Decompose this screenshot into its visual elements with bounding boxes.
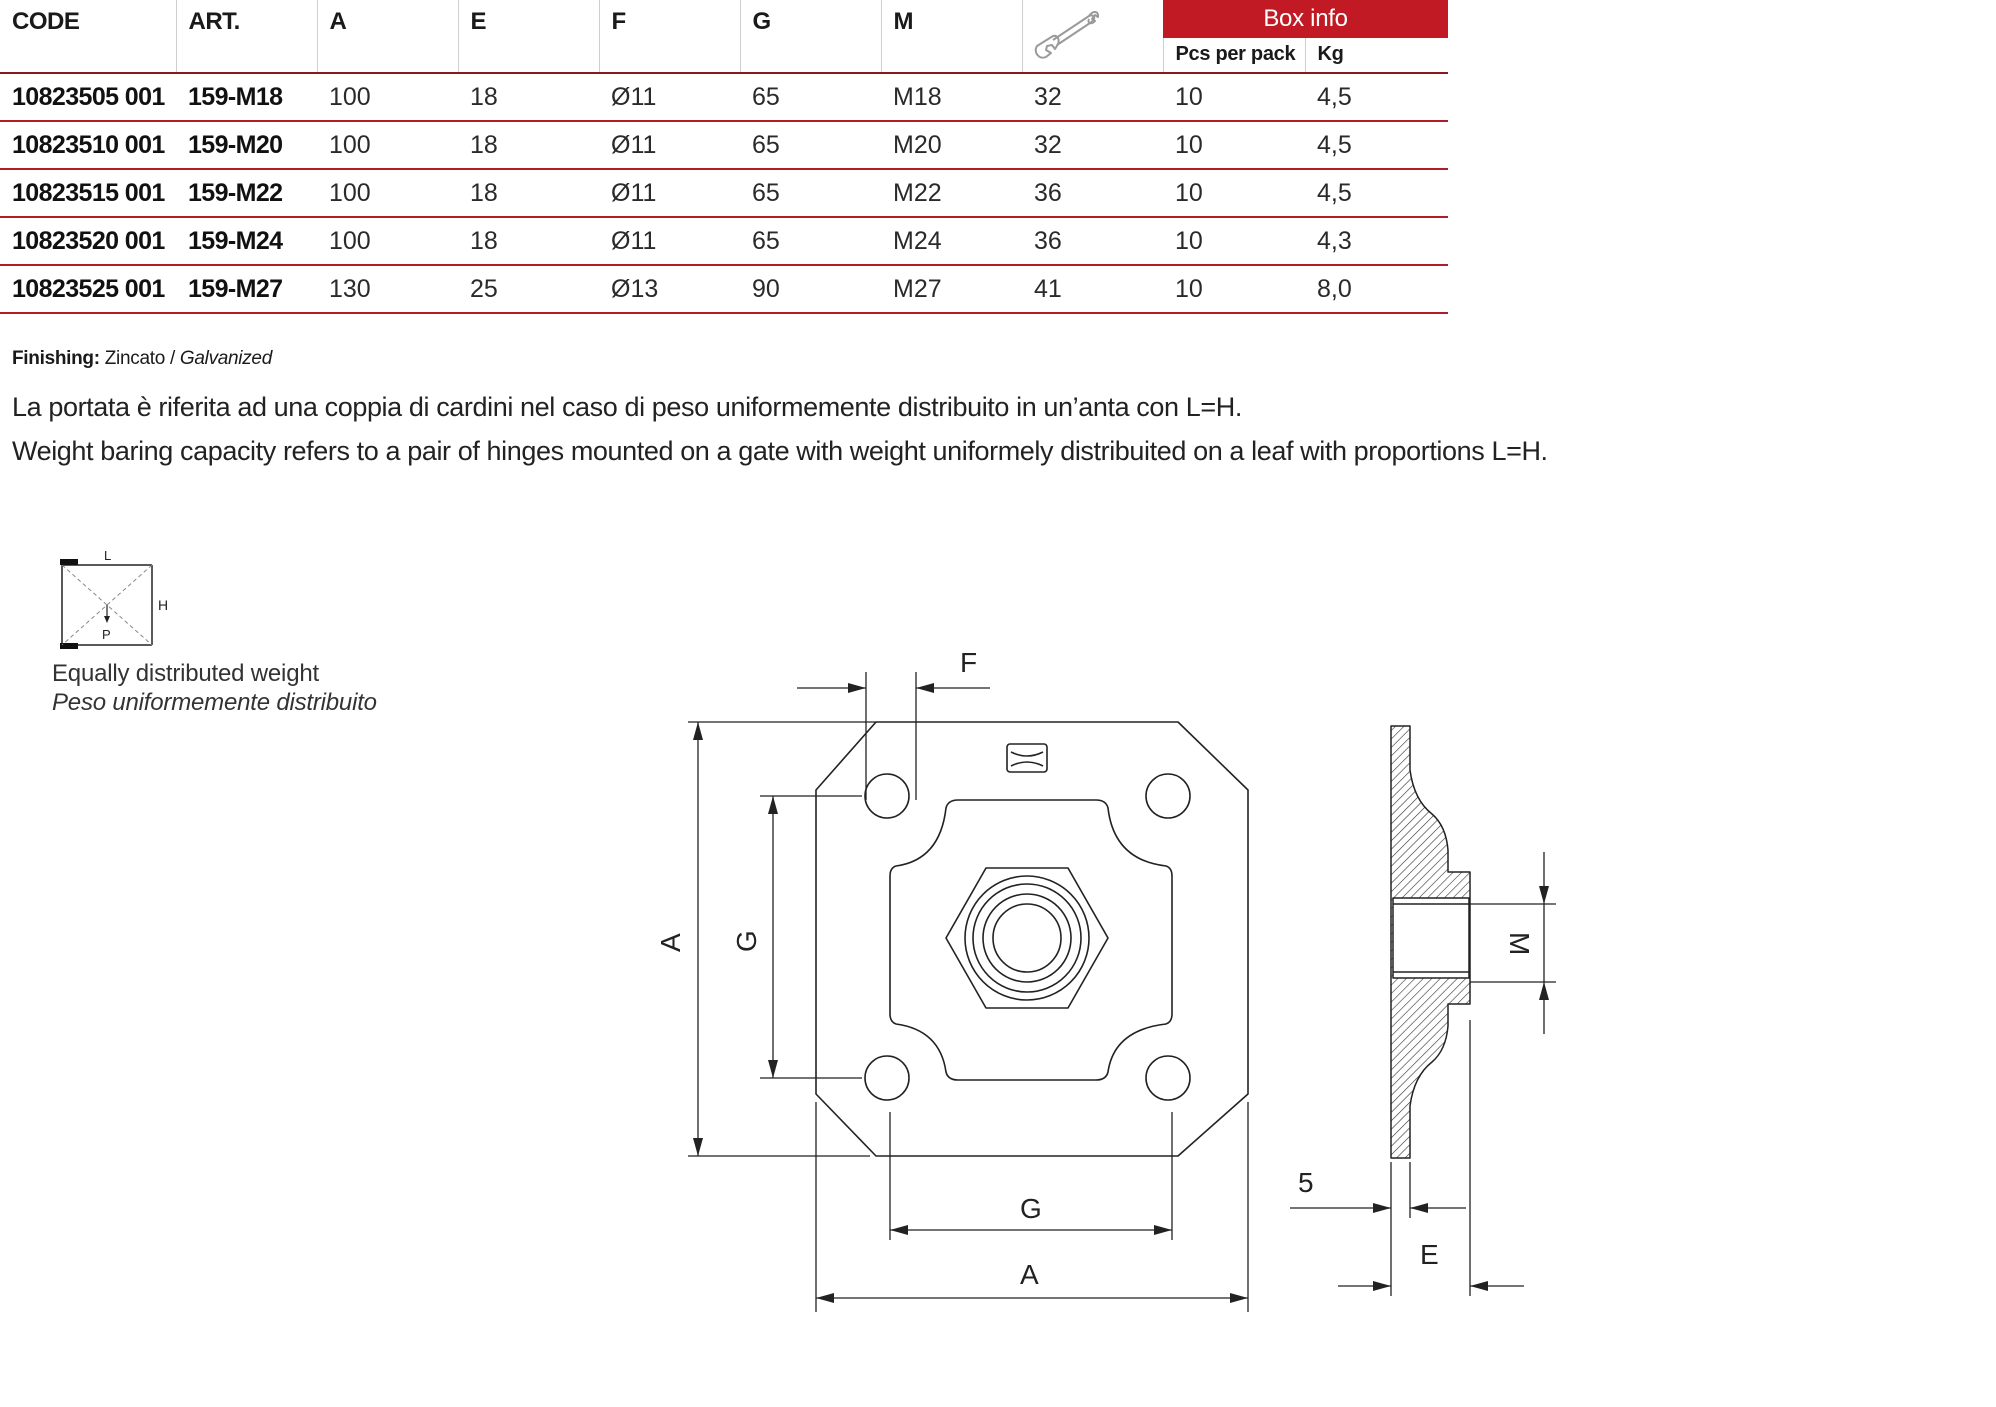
cell-wrench: 32 [1022, 121, 1163, 170]
cell-f: Ø11 [599, 217, 740, 266]
cell-wrench: 36 [1022, 169, 1163, 218]
cell-a: 130 [317, 265, 458, 314]
side-section [1390, 725, 1471, 1159]
finishing-value-it: Zincato [104, 348, 166, 369]
box-info-title: Box info [1163, 0, 1449, 38]
cell-g: 65 [740, 73, 881, 122]
spec-table: CODE ART. A E F G M Box info Pcs per pac… [0, 0, 1449, 314]
cell-a: 100 [317, 217, 458, 266]
cell-art: 159-M18 [176, 73, 317, 122]
finishing-separator: / [164, 348, 180, 369]
cell-wrench: 36 [1022, 217, 1163, 266]
cell-kg: 8,0 [1305, 265, 1449, 314]
cell-m: M18 [881, 73, 1022, 122]
cell-g: 65 [740, 217, 881, 266]
cell-f: Ø11 [599, 169, 740, 218]
cell-g: 90 [740, 265, 881, 314]
hole-top-left [864, 773, 910, 819]
cell-e: 18 [458, 217, 599, 266]
cell-art: 159-M20 [176, 121, 317, 170]
hole-top-right [1145, 773, 1191, 819]
header-art: ART. [175, 0, 317, 74]
cell-pcs: 10 [1163, 121, 1305, 170]
cell-m: M20 [881, 121, 1022, 170]
hole-bottom-right [1145, 1055, 1191, 1101]
wrench-icon [1034, 11, 1099, 59]
capacity-note-it: La portata è riferita ad una coppia di c… [12, 392, 1242, 422]
dim-label-g-bottom: G [1020, 1193, 1042, 1224]
header-code: CODE [0, 0, 176, 74]
cell-pcs: 10 [1163, 169, 1305, 218]
plate-outline [815, 721, 1249, 1157]
cell-e: 18 [458, 169, 599, 218]
cell-e: 18 [458, 73, 599, 122]
legend-caption-en: Equally distributed weight [52, 660, 319, 687]
cell-a: 100 [317, 121, 458, 170]
cell-art: 159-M22 [176, 169, 317, 218]
finishing-note: Finishing: Zincato / Galvanized [12, 348, 272, 370]
dim-label-g-left: G [731, 930, 762, 952]
header-a: A [316, 0, 458, 74]
cell-e: 18 [458, 121, 599, 170]
dim-label-a-bottom: A [1020, 1259, 1039, 1290]
hole-bottom-left [864, 1055, 910, 1101]
cell-f: Ø11 [599, 121, 740, 170]
cell-code: 10823505 001 [0, 73, 176, 122]
load-legend-icon: L H P [60, 548, 168, 649]
cell-kg: 4,3 [1305, 217, 1449, 266]
header-wrench [1021, 0, 1163, 74]
cell-kg: 4,5 [1305, 169, 1449, 218]
dim-label-5: 5 [1298, 1167, 1314, 1198]
cell-kg: 4,5 [1305, 121, 1449, 170]
logo-mark [1006, 743, 1048, 773]
capacity-note-en: Weight baring capacity refers to a pair … [12, 436, 1548, 466]
cell-code: 10823510 001 [0, 121, 176, 170]
cell-a: 100 [317, 169, 458, 218]
cell-pcs: 10 [1163, 73, 1305, 122]
cell-f: Ø13 [599, 265, 740, 314]
header-g: G [739, 0, 881, 74]
cell-m: M27 [881, 265, 1022, 314]
dim-label-m: M [1504, 932, 1535, 955]
cell-code: 10823525 001 [0, 265, 176, 314]
cell-wrench: 41 [1022, 265, 1163, 314]
cell-wrench: 32 [1022, 73, 1163, 122]
cell-code: 10823520 001 [0, 217, 176, 266]
cell-pcs: 10 [1163, 217, 1305, 266]
finishing-label: Finishing: [12, 348, 100, 369]
cell-kg: 4,5 [1305, 73, 1449, 122]
legend-label-p: P [102, 627, 111, 642]
legend-label-h: H [158, 597, 168, 613]
header-f: F [598, 0, 740, 74]
dim-label-e: E [1420, 1239, 1439, 1270]
legend-label-l: L [104, 548, 111, 563]
cell-art: 159-M27 [176, 265, 317, 314]
header-pcs-per-pack: Pcs per pack [1162, 37, 1305, 75]
legend-caption-it: Peso uniformemente distribuito [52, 689, 377, 716]
cell-code: 10823515 001 [0, 169, 176, 218]
cell-g: 65 [740, 169, 881, 218]
cell-a: 100 [317, 73, 458, 122]
header-e: E [457, 0, 599, 74]
cell-e: 25 [458, 265, 599, 314]
cell-m: M24 [881, 217, 1022, 266]
header-m: M [880, 0, 1022, 74]
cell-pcs: 10 [1163, 265, 1305, 314]
dim-label-f: F [960, 647, 977, 678]
cell-m: M22 [881, 169, 1022, 218]
plate-boss [889, 799, 1173, 1081]
dim-label-a-left: A [655, 933, 686, 952]
cell-art: 159-M24 [176, 217, 317, 266]
header-kg: Kg [1304, 37, 1449, 75]
hex-nut [945, 867, 1109, 1009]
cell-f: Ø11 [599, 73, 740, 122]
cell-g: 65 [740, 121, 881, 170]
finishing-value-en: Galvanized [179, 348, 272, 369]
